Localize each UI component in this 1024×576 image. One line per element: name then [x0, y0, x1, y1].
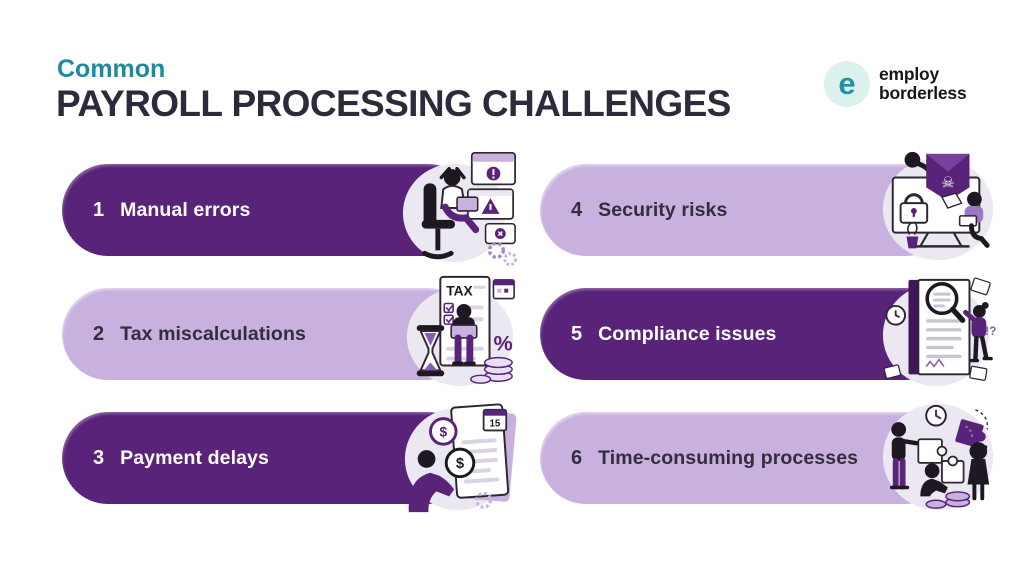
challenge-number: 4 [571, 198, 583, 221]
challenge-label: Time-consuming processes [598, 446, 859, 469]
dollar-coin-icon [444, 447, 476, 479]
challenge-label: Payment delays [120, 446, 269, 469]
brand-logo: e employ borderless [824, 61, 967, 107]
challenge-card-1: 1 Manual errors [62, 152, 518, 267]
gear-icon [487, 241, 505, 259]
puzzle-pieces-icon [917, 438, 965, 484]
tax-document-title: TAX [446, 284, 473, 299]
time-consuming-processes-illustration [882, 403, 994, 511]
kicker-text: Common [57, 55, 166, 83]
page-title: PAYROLL PROCESSING CHALLENGES [56, 83, 731, 124]
payment-delays-illustration: 15 $ $ [404, 403, 517, 513]
svg-text:$: $ [456, 456, 464, 472]
challenge-number: 3 [93, 446, 105, 469]
challenge-card-4: 4 Security risks ☠ [540, 151, 994, 261]
pay-date-label: 15 [489, 419, 500, 430]
challenge-label: Manual errors [120, 198, 251, 221]
phishing-envelope-icon [926, 153, 970, 202]
svg-text:$: $ [439, 424, 447, 439]
percent-icon: % [493, 331, 512, 356]
employ-borderless-logo-icon: e [824, 61, 870, 107]
challenge-number: 2 [93, 322, 105, 345]
challenge-label: Compliance issues [598, 322, 777, 345]
challenges-grid: 1 Manual errors [62, 151, 996, 513]
challenge-card-5: 5 Compliance issues [540, 277, 996, 387]
gear-icon [503, 252, 518, 267]
hourglass-icon [419, 330, 442, 372]
challenge-card-6: 6 Time-consuming processes [540, 403, 994, 511]
challenge-number: 1 [93, 198, 105, 221]
exclaim-question-icon: !? [985, 324, 996, 338]
security-risks-illustration: ☠ [882, 151, 994, 261]
challenge-number: 5 [571, 322, 583, 345]
challenge-pill-2: 2 Tax miscalculations [62, 288, 474, 380]
challenge-label: Tax miscalculations [120, 322, 306, 345]
coins-icon [925, 491, 971, 509]
challenge-card-2: 2 Tax miscalculations TAX [62, 275, 515, 387]
challenge-label: Security risks [598, 198, 728, 221]
flying-papers-icon [883, 277, 991, 381]
brand-name-line1: employ [879, 64, 940, 85]
brand-name-line2: borderless [879, 83, 967, 103]
compliance-issues-illustration: !? [882, 277, 996, 387]
coins-icon [470, 356, 513, 384]
tax-miscalculations-illustration: TAX % [406, 275, 515, 387]
challenge-card-3: 3 Payment delays 1 [62, 403, 517, 513]
puzzle-piece-purple-icon [955, 419, 986, 448]
skull-icon: ☠ [941, 175, 954, 191]
manual-errors-illustration [402, 152, 518, 267]
dollar-coin-icon [429, 417, 458, 446]
challenge-number: 6 [571, 446, 583, 469]
brand-logo-text: employ borderless [879, 64, 967, 103]
